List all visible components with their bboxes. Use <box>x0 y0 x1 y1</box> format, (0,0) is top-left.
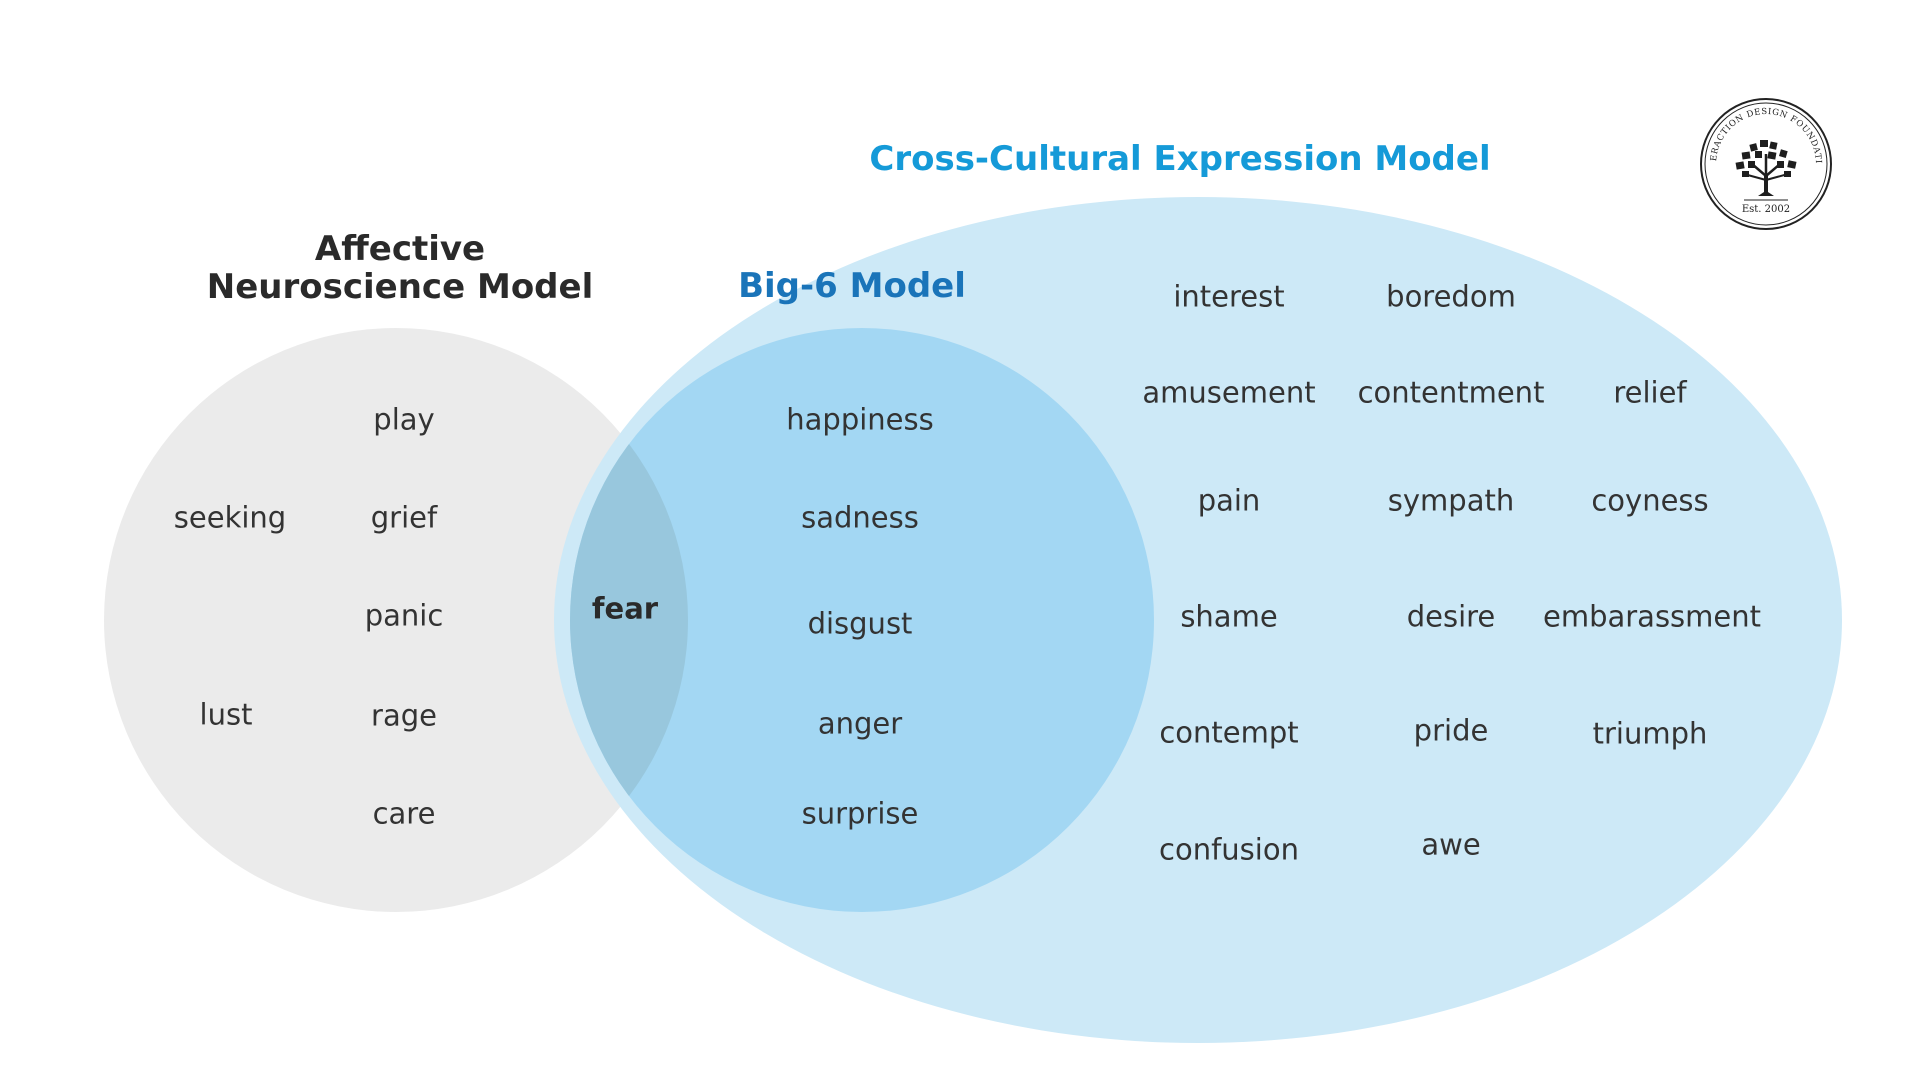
tree-icon <box>1735 140 1797 196</box>
emotion-play: play <box>373 402 435 437</box>
affective-circle <box>104 328 688 912</box>
emotion-pride: pride <box>1413 713 1489 748</box>
emotion-desire: desire <box>1406 599 1496 634</box>
big6-circle <box>570 328 1154 912</box>
interaction-design-foundation-logo: INTERACTION DESIGN FOUNDATION Est. 2002 <box>1698 96 1832 230</box>
emotion-shame: shame <box>1180 599 1278 634</box>
emotion-awe: awe <box>1421 827 1481 862</box>
affective-model-title: Affective Neuroscience Model <box>207 230 593 306</box>
emotion-amusement: amusement <box>1142 375 1316 410</box>
cross-cultural-model-title: Cross-Cultural Expression Model <box>869 138 1491 179</box>
emotion-relief: relief <box>1613 375 1687 410</box>
emotion-contentment: contentment <box>1357 375 1545 410</box>
emotion-interest: interest <box>1173 279 1285 314</box>
big6-model-title: Big-6 Model <box>738 265 966 306</box>
emotion-anger: anger <box>817 706 903 741</box>
emotion-fear: fear <box>591 591 659 626</box>
emotion-grief: grief <box>370 500 438 535</box>
emotion-disgust: disgust <box>807 606 913 641</box>
emotion-embarassment: embarassment <box>1542 599 1762 634</box>
emotion-contempt: contempt <box>1159 715 1299 750</box>
affective-title-line2: Neuroscience Model <box>206 267 594 307</box>
emotion-surprise: surprise <box>801 796 919 831</box>
logo-est-text: Est. 2002 <box>1742 204 1790 215</box>
emotion-pain: pain <box>1197 483 1261 518</box>
emotion-sadness: sadness <box>801 500 919 535</box>
emotion-triumph: triumph <box>1592 716 1708 751</box>
emotion-lust: lust <box>199 697 253 732</box>
emotion-care: care <box>372 796 436 831</box>
emotion-sympath: sympath <box>1387 483 1515 518</box>
affective-title-line1: Affective <box>314 228 486 269</box>
emotion-coyness: coyness <box>1591 483 1709 518</box>
emotion-confusion: confusion <box>1159 832 1299 867</box>
emotion-boredom: boredom <box>1386 279 1516 314</box>
emotion-seeking: seeking <box>173 500 287 535</box>
emotion-panic: panic <box>364 598 444 633</box>
emotion-happiness: happiness <box>786 402 934 437</box>
emotion-rage: rage <box>371 698 437 733</box>
